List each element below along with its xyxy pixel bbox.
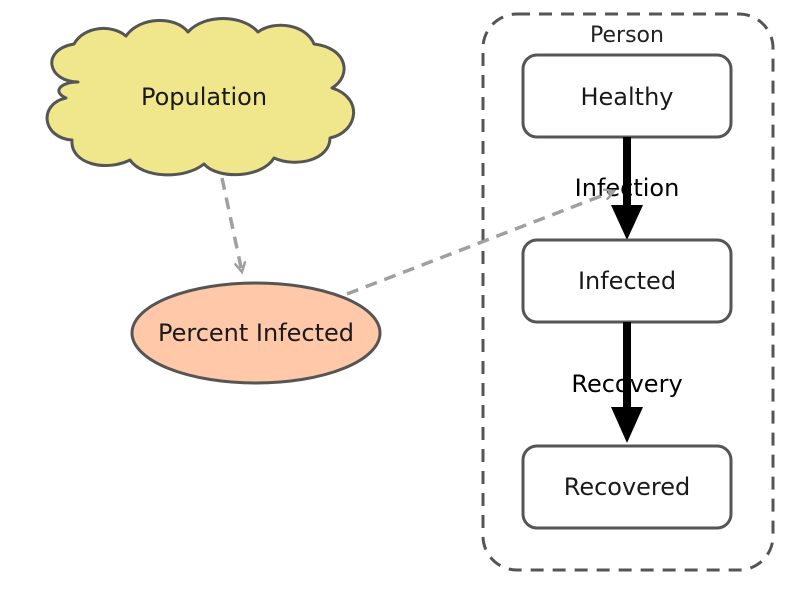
person-group-title-bg <box>572 16 682 46</box>
recovery-flow-arrowhead <box>611 407 643 443</box>
population-to-percent-infected-link <box>220 177 242 272</box>
infection-flow-label: Infection <box>575 174 680 202</box>
recovery-flow-label: Recovery <box>571 370 682 398</box>
population-cloud[interactable] <box>45 17 355 177</box>
percent-infected-node[interactable] <box>130 281 382 385</box>
healthy-label: Healthy <box>580 83 673 111</box>
percent-infected-to-infection-link <box>346 191 614 296</box>
infected-label: Infected <box>578 267 676 295</box>
recovered-label: Recovered <box>564 473 691 501</box>
person-group-title: Person <box>590 23 664 48</box>
person-group-border <box>481 12 775 572</box>
infection-flow-arrowhead <box>611 205 643 240</box>
percent-infected-label: Percent Infected <box>158 319 354 347</box>
recovered-node[interactable] <box>521 444 733 530</box>
population-label: Population <box>141 83 267 111</box>
